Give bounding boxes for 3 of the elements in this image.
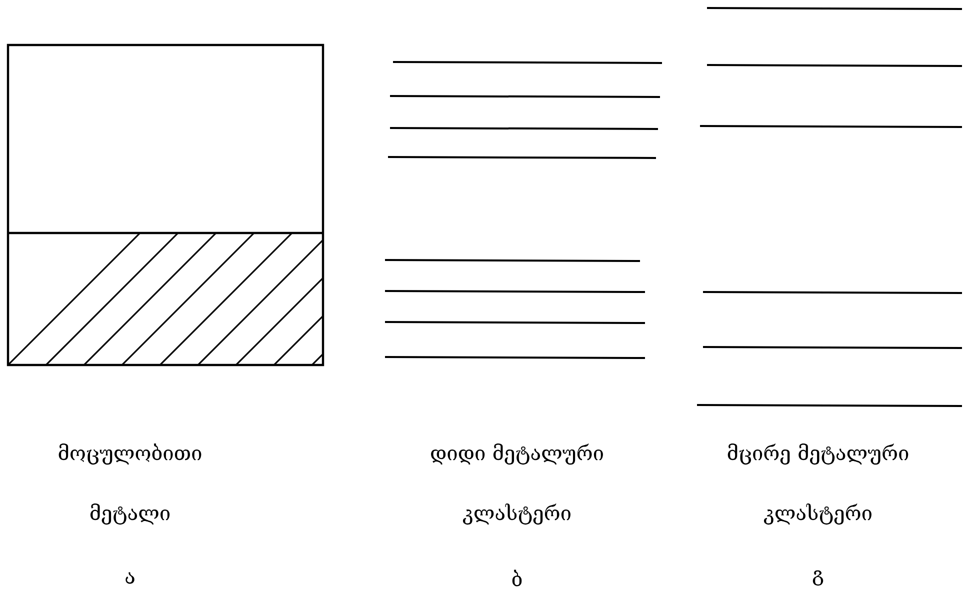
panel-letter: ბ — [512, 570, 522, 586]
panel-letter: ა — [126, 572, 134, 584]
panel-letter: გ — [812, 570, 824, 586]
